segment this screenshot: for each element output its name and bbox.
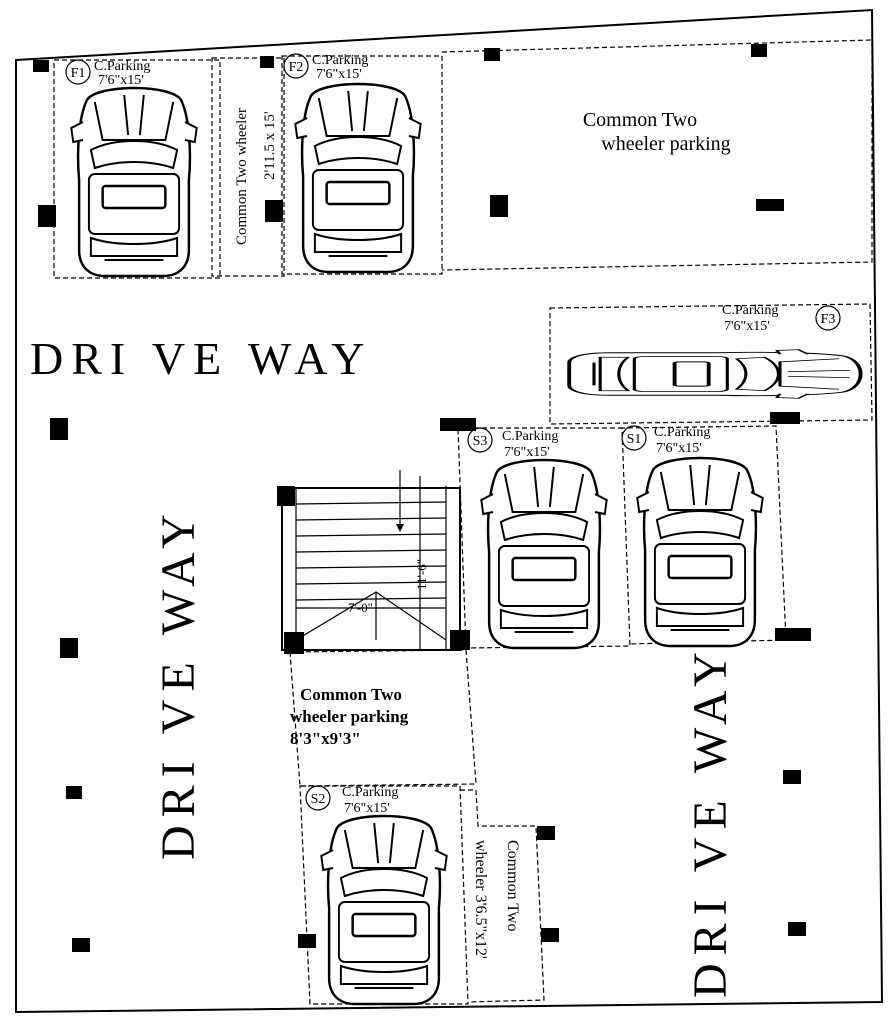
spot-code: F3 (821, 312, 836, 327)
parking-spot-s3: S3 C.Parking 7'6"x15' (467, 427, 608, 650)
two-wheeler-area-mid: Common Two wheeler parking 8'3"x9'3" (290, 685, 409, 748)
parking-spot-f1: F1 C.Parking 7'6"x15' (65, 59, 198, 278)
driveway-label-right: DRI VE WAY (684, 644, 737, 998)
two-wheeler-area-bottom: Common Two wheeler 3'6.5"x12' (472, 840, 521, 959)
spot-id-badge (815, 305, 841, 331)
two-wheeler-area-top-right: Common Two wheeler parking (583, 109, 731, 155)
two-wheeler-size: 2'11.5 x 15' (262, 111, 278, 180)
two-wheeler-label: Common Two (300, 685, 402, 704)
parking-spot-f2: F2 C.Parking 7'6"x15' (283, 53, 422, 274)
stair-length: 11'-6" (414, 559, 429, 590)
spot-code: F1 (71, 66, 86, 81)
two-wheeler-label-line2: wheeler parking (290, 707, 409, 726)
spot-size: 7'6"x15' (504, 445, 550, 460)
spot-size: 7'6"x15' (344, 801, 390, 816)
spot-size: 7'6"x15' (656, 441, 702, 456)
two-wheeler-strip-top: Common Two wheeler 2'11.5 x 15' (234, 108, 278, 245)
parking-spot-s2: S2 C.Parking 7'6"x15' (305, 785, 448, 1006)
spot-size: 7'6"x15' (316, 67, 362, 82)
two-wheeler-label: Common Two (583, 109, 697, 131)
parking-spot-s1: S1 C.Parking 7'6"x15' (621, 425, 764, 648)
spot-label: C.Parking (654, 425, 710, 440)
parking-spot-f3: C.Parking 7'6"x15' F3 (567, 303, 863, 401)
driveway-label-top: DRI VE WAY (30, 333, 372, 384)
spot-label: C.Parking (342, 785, 398, 800)
spot-code: S1 (627, 432, 642, 447)
two-wheeler-label-line2: wheeler parking (601, 133, 730, 155)
spot-id-badge (283, 53, 309, 79)
spot-label: C.Parking (312, 53, 368, 68)
two-wheeler-size: wheeler 3'6.5"x12' (472, 840, 489, 959)
spot-id-badge (621, 425, 647, 451)
spot-id-badge (305, 785, 331, 811)
spot-code: S2 (311, 792, 326, 807)
driveway-label-left: DRI VE WAY (152, 506, 205, 860)
two-wheeler-size: 8'3"x9'3" (290, 729, 361, 748)
spot-code: S3 (473, 434, 488, 449)
spot-label: C.Parking (502, 429, 558, 444)
two-wheeler-label: Common Two wheeler (234, 108, 250, 245)
spot-size: 7'6"x15' (98, 73, 144, 88)
staircase: 7'-0" 11'-6" (281, 470, 461, 651)
two-wheeler-label: Common Two (504, 840, 521, 931)
structural-columns (33, 44, 811, 952)
spot-label: C.Parking (94, 59, 150, 74)
spot-size: 7'6"x15' (724, 319, 770, 334)
stair-width: 7'-0" (348, 600, 373, 615)
spot-id-badge (65, 59, 91, 85)
spot-code: F2 (289, 60, 304, 75)
spot-id-badge (467, 427, 493, 453)
spot-label: C.Parking (722, 303, 778, 318)
